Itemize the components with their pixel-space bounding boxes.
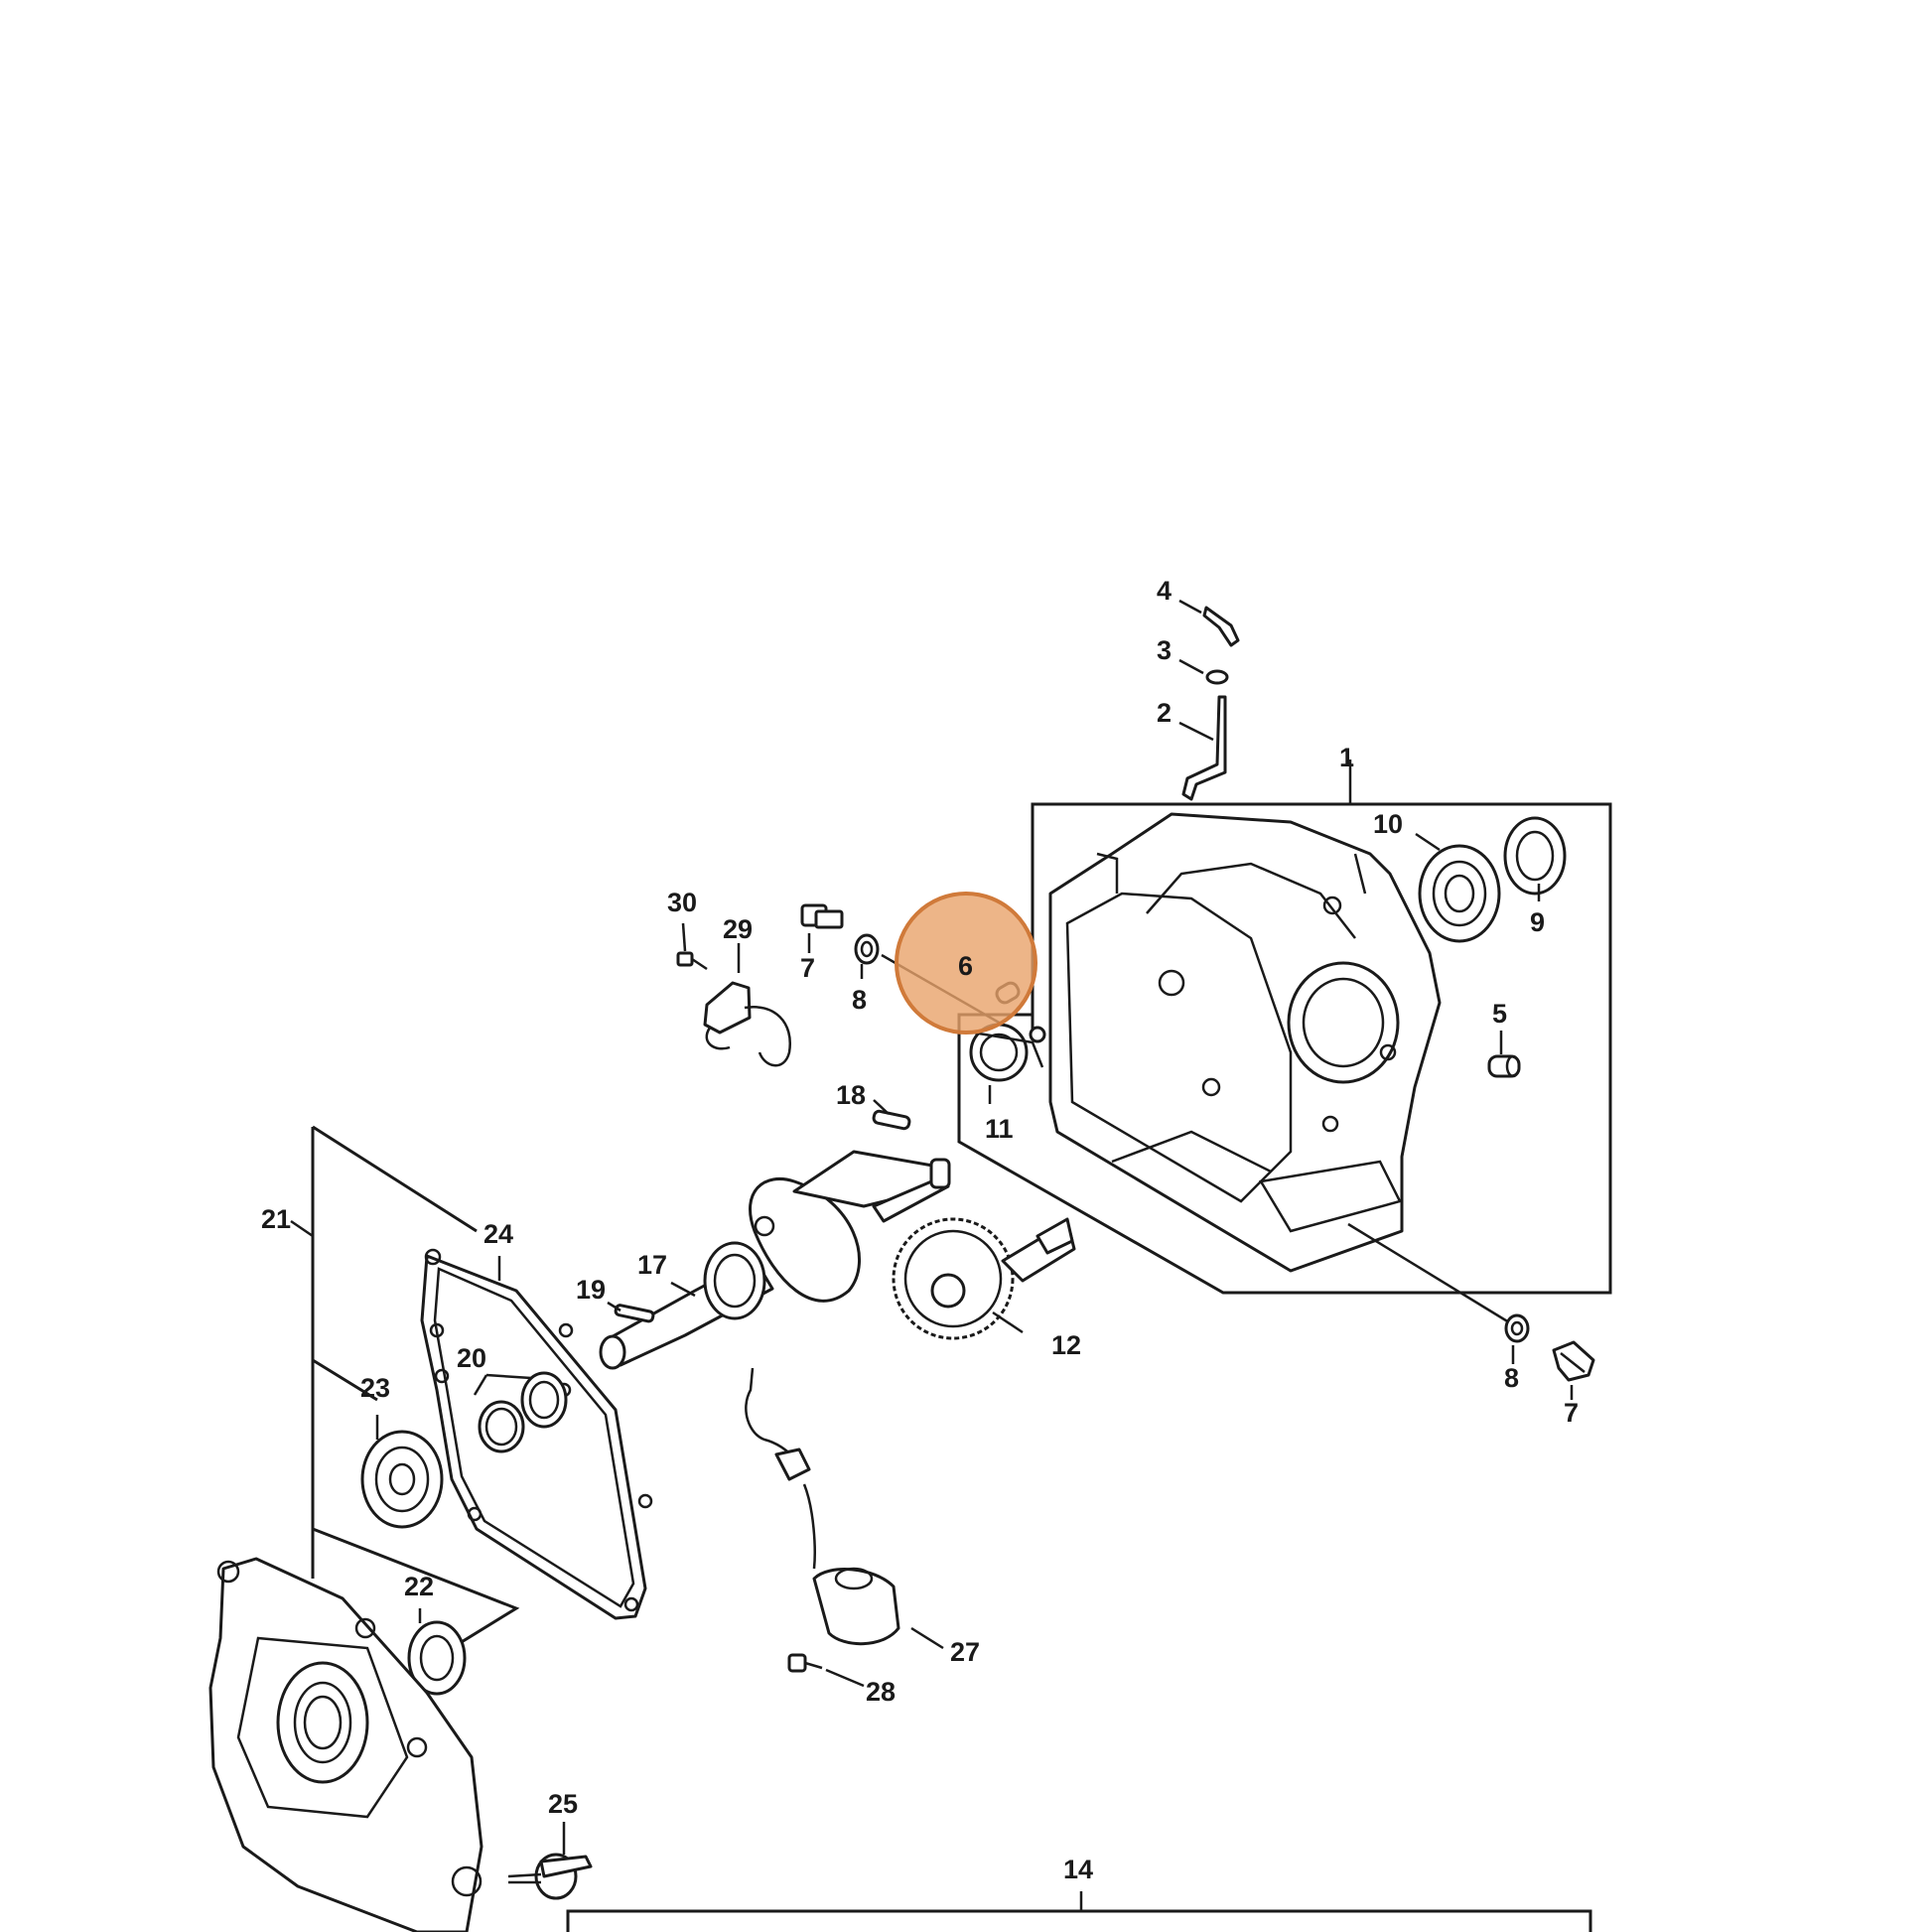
drain-plug-25-part: [507, 1853, 593, 1900]
callout-8-upper: 8: [852, 985, 867, 1015]
callout-22: 22: [404, 1572, 434, 1601]
key-18-part: [872, 1109, 911, 1131]
seal-9-part: [1503, 816, 1567, 896]
callout-30: 30: [667, 888, 697, 917]
bearing-23-part: [360, 1430, 444, 1529]
clip-4-part: [1202, 606, 1240, 647]
bolt-28-part: [787, 1653, 823, 1673]
callout-3: 3: [1157, 635, 1172, 665]
callout-20: 20: [457, 1343, 486, 1373]
callout-10: 10: [1373, 809, 1403, 839]
gasket-24-part: [420, 1254, 647, 1620]
bearing-10-part: [1418, 844, 1501, 943]
group-frame-14: [566, 1909, 1592, 1932]
callout-29: 29: [723, 914, 753, 944]
group-frame-21: [311, 1125, 520, 1650]
leader-1-to-8: [1347, 1222, 1515, 1327]
leader-lines: [290, 599, 1574, 1855]
callout-5: 5: [1492, 999, 1507, 1029]
gasket-24-inner: [433, 1267, 635, 1608]
cover-21-part: [208, 1557, 483, 1932]
key-19-part: [614, 1304, 655, 1323]
callout-2: 2: [1157, 698, 1172, 728]
sensor-29-part: [703, 981, 792, 1067]
bolt-7-lower-part: [1552, 1340, 1595, 1382]
callout-24: 24: [483, 1219, 513, 1249]
oil-sensor-27-part: [745, 1367, 900, 1646]
callout-7-lower: 7: [1564, 1398, 1579, 1428]
washer-8-upper-part: [854, 933, 880, 965]
callout-7-upper: 7: [800, 953, 815, 983]
callout-28: 28: [866, 1677, 896, 1707]
callout-21: 21: [261, 1204, 291, 1234]
callout-4: 4: [1157, 576, 1172, 606]
callout-12: 12: [1051, 1330, 1081, 1360]
callout-18: 18: [836, 1080, 866, 1110]
callout-11: 11: [985, 1114, 1014, 1144]
crankcase-part: [1048, 812, 1442, 1273]
governor-11-part: [959, 1013, 1046, 1082]
camshaft-12-part: [892, 1217, 1076, 1340]
callout-19: 19: [576, 1275, 606, 1305]
dowel-5-part: [1487, 1054, 1521, 1078]
callout-14: 14: [1063, 1855, 1093, 1884]
callout-17: 17: [637, 1250, 667, 1280]
washer-8-lower-part: [1504, 1313, 1530, 1343]
highlight-marker[interactable]: [895, 892, 1037, 1035]
callout-6: 6: [958, 951, 973, 981]
oring-20-part: [478, 1371, 568, 1453]
rod-2-part: [1181, 695, 1227, 801]
callout-1: 1: [1339, 743, 1354, 772]
callout-27: 27: [950, 1637, 980, 1667]
callout-23: 23: [360, 1373, 390, 1403]
callout-8-lower: 8: [1504, 1363, 1519, 1393]
seal-22-part: [407, 1620, 467, 1696]
washer-3-part: [1205, 669, 1229, 685]
bolt-7-upper-part: [800, 903, 844, 929]
screw-30-part: [676, 951, 708, 971]
crankshaft-17-part: [599, 1150, 951, 1370]
callout-9: 9: [1530, 907, 1545, 937]
callout-25: 25: [548, 1789, 578, 1819]
